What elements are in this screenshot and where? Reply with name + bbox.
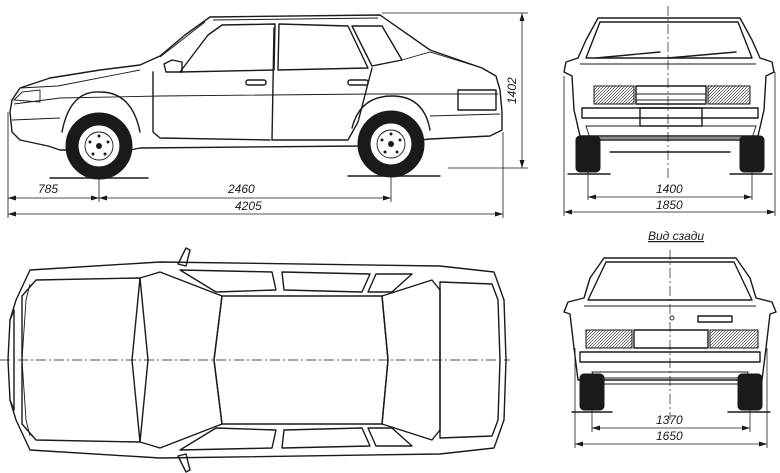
- front-bumper-line: [12, 118, 60, 120]
- rear-left-tyre: [580, 374, 604, 410]
- rear-view-caption: Вид сзади: [648, 229, 704, 243]
- rear-view: [564, 250, 776, 448]
- front-license-plate: [640, 108, 702, 126]
- trunk-line: [402, 52, 482, 68]
- front-left-tyre: [576, 136, 600, 172]
- top-left-quarter-window: [368, 274, 412, 292]
- top-front-bumper: [10, 310, 14, 410]
- rear-badge: [698, 316, 732, 322]
- side-view: [8, 13, 528, 218]
- top-left-rear-window: [282, 272, 370, 292]
- rear-door-outline: [272, 68, 372, 140]
- front-wheel-arch: [62, 92, 140, 132]
- front-grille: [636, 86, 706, 104]
- top-left-front-window: [180, 270, 276, 292]
- top-right-mirror-icon: [178, 454, 190, 472]
- dim-rear-track: 1370: [656, 413, 683, 427]
- front-right-tyre: [740, 136, 764, 172]
- tail-light-icon: [458, 90, 496, 110]
- dim-front-overhang: 785: [38, 182, 58, 196]
- top-left-mirror-icon: [178, 248, 190, 266]
- b-pillar: [272, 28, 274, 140]
- a-pillar: [160, 22, 205, 57]
- left-headlight-icon: [594, 86, 634, 104]
- front-door-window: [180, 24, 275, 72]
- dim-overall-height: 1402: [505, 77, 519, 104]
- right-tail-light-icon: [710, 330, 758, 348]
- rear-license-plate: [634, 330, 708, 348]
- roof-line: [213, 18, 378, 20]
- front-windshield: [586, 22, 752, 58]
- front-door-handle: [246, 80, 266, 85]
- trunk-panel: [440, 282, 500, 438]
- rear-bumper: [580, 352, 760, 362]
- beltline: [14, 94, 498, 104]
- top-right-front-window: [180, 428, 276, 450]
- dim-overall-width-rear: 1650: [656, 429, 683, 443]
- quarter-window: [352, 26, 402, 66]
- rear-bumper-line: [430, 114, 500, 116]
- top-body-outline: [8, 262, 506, 458]
- rear-door-window: [278, 24, 368, 70]
- dim-overall-length: 4205: [235, 199, 262, 213]
- headlight-icon: [14, 90, 40, 102]
- rear-door-handle: [348, 80, 368, 85]
- hood-panel: [22, 278, 140, 442]
- dim-overall-width-front: 1850: [656, 198, 683, 212]
- rear-window: [588, 262, 752, 300]
- front-bumper: [582, 108, 758, 118]
- right-headlight-icon: [708, 86, 750, 104]
- rear-right-tyre: [738, 374, 762, 410]
- top-right-quarter-window: [368, 428, 412, 446]
- front-door-outline: [153, 72, 270, 140]
- side-mirror-icon: [164, 60, 182, 72]
- dim-wheelbase: 2460: [227, 182, 255, 196]
- rear-wheel-arch: [352, 96, 430, 130]
- dim-front-track: 1400: [656, 182, 683, 196]
- left-tail-light-icon: [586, 330, 632, 348]
- front-wheel-icon: [66, 113, 132, 179]
- trunk-lock-icon: [670, 316, 674, 320]
- top-view: [0, 248, 510, 472]
- front-view: [564, 6, 775, 216]
- top-rear-window: [382, 280, 440, 440]
- hood-line: [20, 70, 140, 88]
- top-right-rear-window: [282, 428, 370, 448]
- wipers: [596, 52, 736, 58]
- rear-wheel-icon: [358, 111, 424, 177]
